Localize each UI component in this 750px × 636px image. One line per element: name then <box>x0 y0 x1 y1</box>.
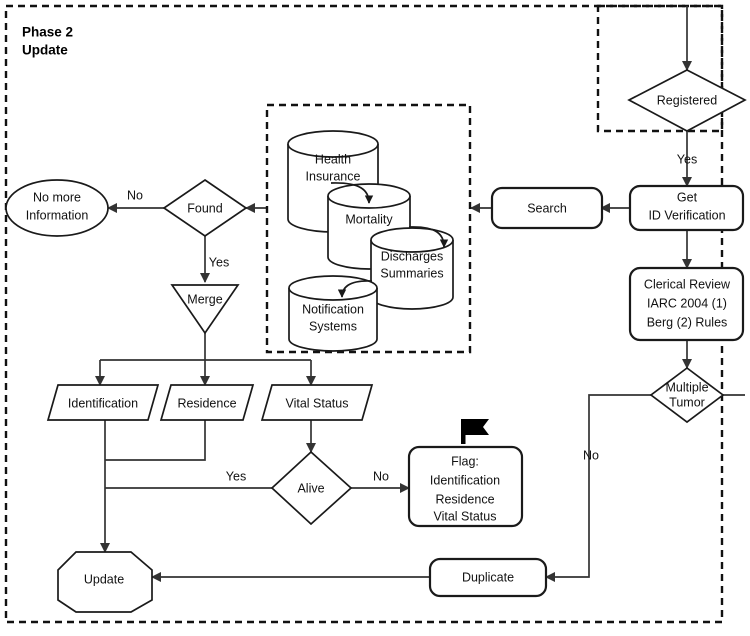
node-nomoreinfo-line2: Information <box>26 208 89 222</box>
database-notification-systems[interactable]: Notification Systems <box>288 275 378 352</box>
node-residence[interactable]: Residence <box>159 384 255 421</box>
node-flagbox-line3: Residence <box>435 492 494 506</box>
node-multiple-tumor[interactable]: Multiple Tumor <box>649 366 725 424</box>
databases-dashed-group <box>265 103 472 354</box>
edge-residence-to-trunk <box>105 420 206 461</box>
node-clerical-line2: IARC 2004 (1) <box>647 296 727 310</box>
db-notification-line1: Notification <box>302 302 364 316</box>
node-registered[interactable]: Registered <box>627 69 747 132</box>
node-registered-label: Registered <box>657 93 717 107</box>
node-clerical-line1: Clerical Review <box>644 277 731 291</box>
node-flag-box[interactable]: Flag: Identification Residence Vital Sta… <box>407 445 524 528</box>
node-found[interactable]: Found <box>162 178 248 238</box>
node-flagbox-line2: Identification <box>430 473 500 487</box>
flag-icon <box>461 419 489 444</box>
node-search[interactable]: Search <box>490 186 604 230</box>
edge-db1-to-db2 <box>330 182 374 204</box>
node-duplicate-label: Duplicate <box>462 570 514 584</box>
node-multipletumor-line2: Tumor <box>669 395 705 409</box>
edge-multipletumor-no-to-duplicate <box>544 394 651 583</box>
page-title-line1: Phase 2 <box>22 25 73 40</box>
edge-label-found-yes: Yes <box>209 255 229 269</box>
node-merge-label: Merge <box>187 292 222 306</box>
node-search-label: Search <box>527 201 567 215</box>
node-residence-label: Residence <box>177 396 236 410</box>
node-identification-label: Identification <box>68 396 138 410</box>
db-health-insurance-line2: Insurance <box>306 169 361 183</box>
node-flagbox-line1: Flag: <box>451 454 479 468</box>
registered-dashed-group <box>596 4 724 133</box>
edge-label-multipletumor-no: No <box>583 448 599 462</box>
node-flagbox-line4: Vital Status <box>433 509 496 523</box>
edge-label-found-no: No <box>127 188 143 202</box>
node-identification[interactable]: Identification <box>46 384 160 421</box>
database-discharges-summaries[interactable]: Discharges Summaries <box>370 227 454 310</box>
node-nomoreinfo-line1: No more <box>33 190 81 204</box>
edge-label-alive-no: No <box>373 469 389 483</box>
edge-label-registered-yes: Yes <box>677 152 697 166</box>
node-multipletumor-line1: Multiple <box>665 380 708 394</box>
db-health-insurance-line1: Health <box>315 152 351 166</box>
node-get-id-verification[interactable]: Get ID Verification <box>628 184 745 232</box>
edge-label-alive-yes: Yes <box>226 469 246 483</box>
edge-db3-to-db4 <box>337 280 373 298</box>
node-clerical-review[interactable]: Clerical Review IARC 2004 (1) Berg (2) R… <box>628 266 745 342</box>
db-discharges-line2: Summaries <box>380 266 443 280</box>
page-title-line2: Update <box>22 43 68 58</box>
db-discharges-line1: Discharges <box>381 249 444 263</box>
node-update[interactable]: Update <box>57 551 153 613</box>
node-no-more-information[interactable]: No more Information <box>5 179 109 237</box>
db-notification-line2: Systems <box>309 319 357 333</box>
db-mortality-line1: Mortality <box>345 212 393 226</box>
node-merge[interactable]: Merge <box>170 284 240 335</box>
node-update-label: Update <box>84 572 124 586</box>
node-getid-line1: Get <box>677 190 698 204</box>
node-clerical-line3: Berg (2) Rules <box>647 315 728 329</box>
node-alive-label: Alive <box>297 481 324 495</box>
node-getid-line2: ID Verification <box>648 208 725 222</box>
node-found-label: Found <box>187 201 222 215</box>
edge-db2-to-db3 <box>408 226 449 248</box>
node-vital-status[interactable]: Vital Status <box>260 384 374 421</box>
node-vital-status-label: Vital Status <box>285 396 348 410</box>
node-duplicate[interactable]: Duplicate <box>428 557 548 598</box>
node-alive[interactable]: Alive <box>270 450 353 526</box>
